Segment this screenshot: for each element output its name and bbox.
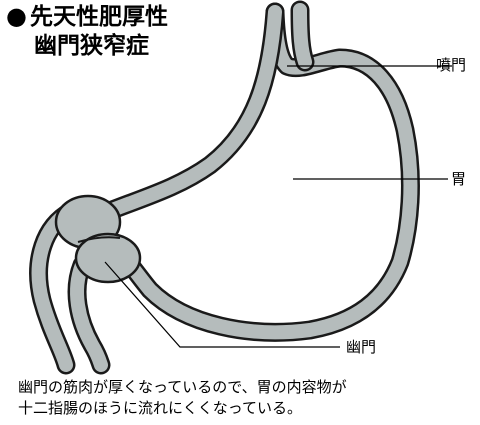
caption-line-2: 十二指腸のほうに流れにくくなっている。 [18,399,302,417]
title-text-1: 先天性肥厚性 [29,4,168,30]
title-bullet: ● [6,2,27,30]
caption: 幽門の筋肉が厚くなっているので、胃の内容物が 十二指腸のほうに流れにくくなってい… [18,377,473,419]
esophagus-wall-fill [293,3,312,69]
diagram-title: ●先天性肥厚性 幽門狭窄症 [6,2,168,61]
pylorus-muscle [54,194,142,284]
cardia-label: 噴門 [436,56,467,74]
duodenum-inner-fill [70,258,108,372]
stomach-label: 胃 [451,170,467,188]
caption-line-1: 幽門の筋肉が厚くなっているので、胃の内容物が [18,378,347,396]
pylorus-lower-mass [74,232,142,284]
pylorus-label: 幽門 [346,338,377,356]
lesser-curvature-fill [93,5,282,222]
pylorus-channel [77,236,121,243]
title-line-1: ●先天性肥厚性 [6,2,168,32]
pylorus-leader-line [104,261,340,348]
stomach-wall [29,0,420,375]
title-line-2: 幽門狭窄症 [34,33,149,59]
duodenum-outer-fill [31,205,77,372]
